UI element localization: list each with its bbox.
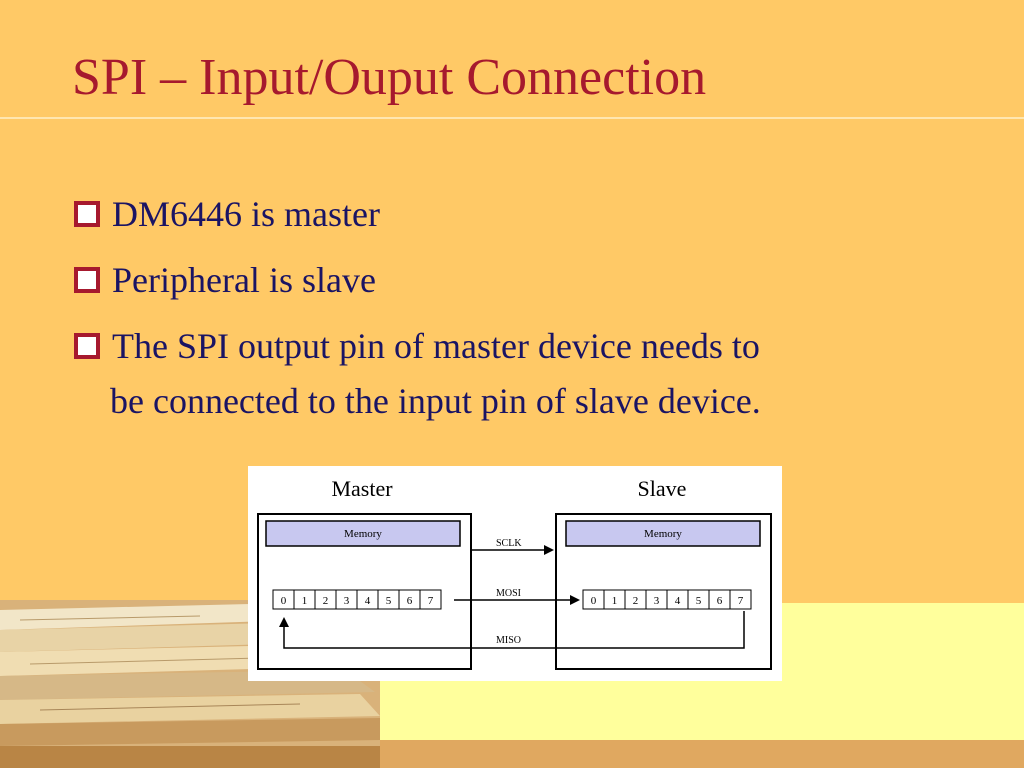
slide-title: SPI – Input/Ouput Connection xyxy=(72,49,707,106)
slave-bit-label: 6 xyxy=(717,595,723,607)
slave-bit-label: 7 xyxy=(738,595,744,607)
mosi-label: MOSI xyxy=(496,588,521,599)
spi-connection-diagram: Master Slave Memory Memory 0 1 2 3 4 5 6 7 0 1 2 3… xyxy=(248,466,782,681)
slave-bit-label: 0 xyxy=(591,595,597,607)
bullet-3-continuation: be connected to the input pin of slave d… xyxy=(110,381,761,421)
bullet-1: DM6446 is master xyxy=(74,194,380,235)
bullet-1-text: DM6446 is master xyxy=(112,194,380,234)
slave-bit-label: 2 xyxy=(633,595,639,607)
slave-bit-label: 1 xyxy=(612,595,618,607)
slave-bit-label: 4 xyxy=(675,595,681,607)
master-bit-cell xyxy=(419,589,442,610)
master-bit-label: 1 xyxy=(302,595,308,607)
slave-memory-label: Memory xyxy=(644,528,682,540)
bullet-2: Peripheral is slave xyxy=(74,260,376,301)
miso-label: MISO xyxy=(496,635,521,646)
bullet-3-text: The SPI output pin of master device need… xyxy=(112,326,760,366)
slave-shift-register: 0 1 2 3 4 5 6 7 xyxy=(582,589,752,610)
master-bit-label: 5 xyxy=(386,595,392,607)
footer-strip xyxy=(378,740,1024,768)
checkbox-bullet-icon xyxy=(74,332,100,359)
master-label: Master xyxy=(331,476,393,501)
master-bit-label: 7 xyxy=(428,595,434,607)
slave-bit-label: 3 xyxy=(654,595,660,607)
master-memory-label: Memory xyxy=(344,528,382,540)
master-shift-register: 0 1 2 3 4 5 6 7 xyxy=(272,589,442,610)
master-bit-label: 6 xyxy=(407,595,413,607)
checkbox-bullet-icon xyxy=(74,200,100,227)
bullet-3: The SPI output pin of master device need… xyxy=(74,326,760,367)
sclk-label: SCLK xyxy=(496,538,522,549)
slave-bit-label: 5 xyxy=(696,595,702,607)
slave-label: Slave xyxy=(638,476,687,501)
slave-bit-cell xyxy=(729,589,752,610)
miso-line xyxy=(279,611,745,649)
checkbox-bullet-icon xyxy=(74,266,100,293)
master-bit-label: 0 xyxy=(281,595,287,607)
master-memory-block xyxy=(265,520,461,547)
master-bit-label: 4 xyxy=(365,595,371,607)
bullet-2-text: Peripheral is slave xyxy=(112,260,376,300)
title-underline xyxy=(0,117,1024,119)
master-bit-label: 3 xyxy=(344,595,350,607)
slave-memory-block xyxy=(565,520,761,547)
master-bit-label: 2 xyxy=(323,595,329,607)
